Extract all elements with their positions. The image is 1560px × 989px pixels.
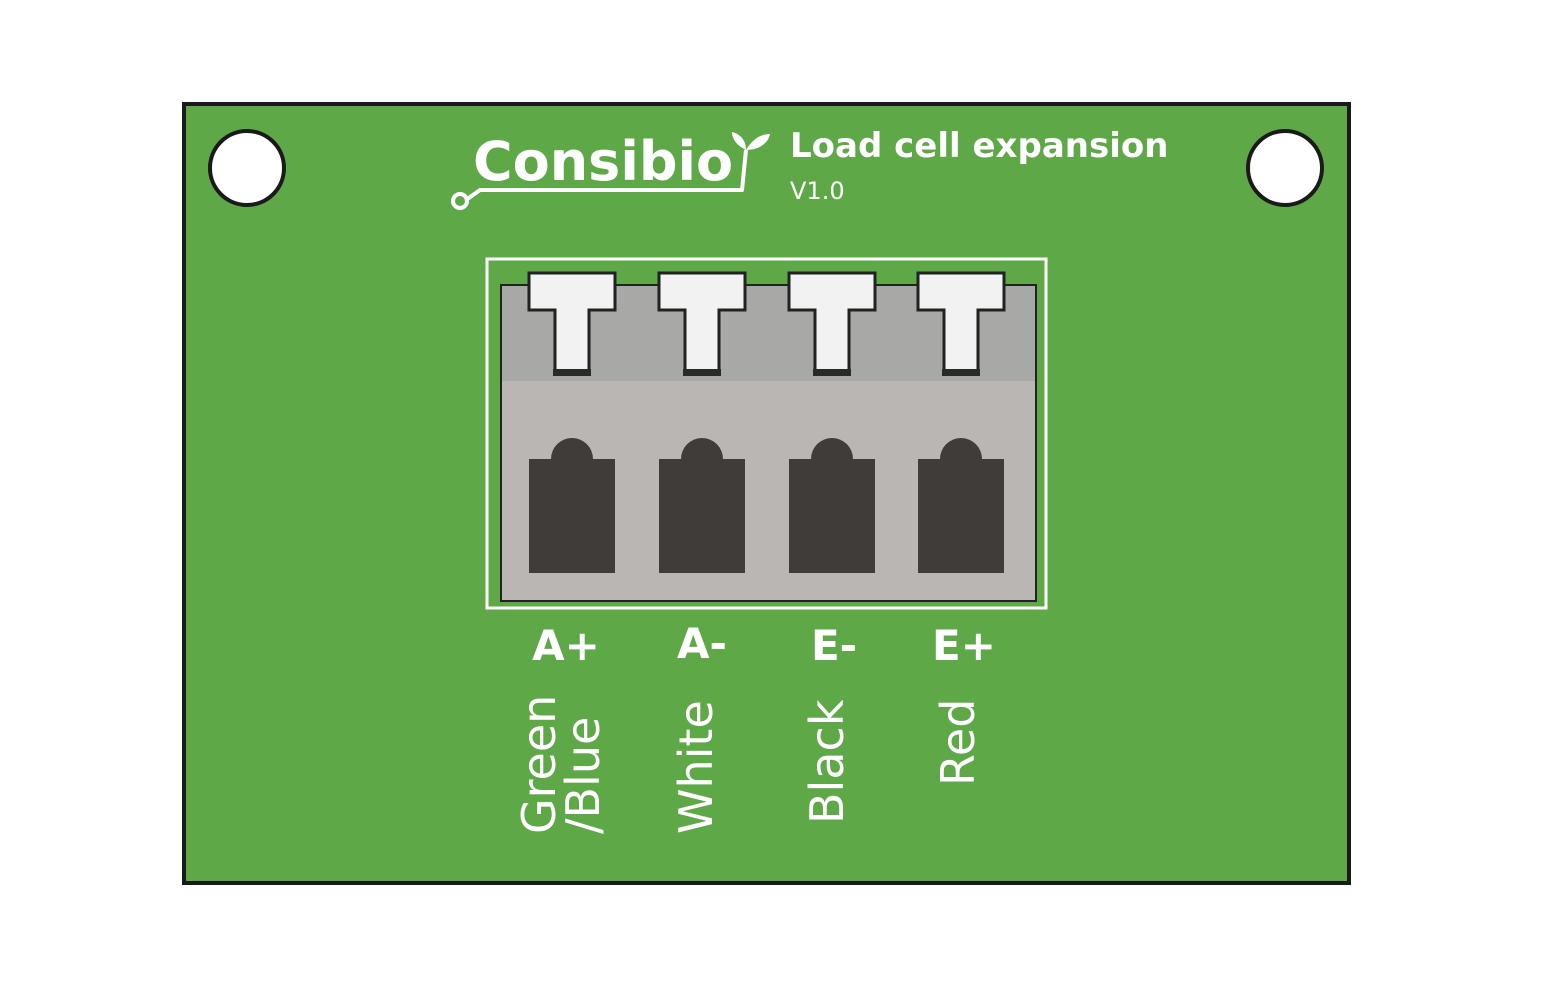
pin-label-a-plus: A+ (532, 621, 600, 670)
lever-base (813, 369, 851, 376)
terminal-slot (657, 271, 747, 573)
lever-base (553, 369, 591, 376)
consibio-logo: Consibio (451, 130, 770, 210)
board-version: V1.0 (790, 177, 845, 205)
mounting-hole-left (208, 129, 286, 207)
logo-trace (464, 149, 748, 202)
terminal-connector (500, 271, 1037, 602)
wire-label-line-1: Black (800, 699, 854, 824)
wire-entry-hole (789, 438, 875, 573)
terminal-slot (527, 271, 617, 573)
mounting-hole-right (1246, 129, 1324, 207)
lever-base (683, 369, 721, 376)
pin-label-e-plus: E+ (932, 621, 996, 670)
connector-border (500, 284, 1037, 602)
wire-entry-hole (659, 438, 745, 573)
wire-entry-hole (529, 438, 615, 573)
wire-label-red: Red (931, 699, 985, 786)
wire-entry-hole (918, 438, 1004, 573)
terminal-slot (787, 271, 877, 573)
wire-label-white: White (669, 700, 723, 834)
wire-label-line-1: Green (512, 695, 566, 834)
sprout-leaf-left-icon (732, 132, 746, 150)
wire-label-line-1: White (669, 700, 723, 834)
pin-label-e-minus: E- (811, 621, 857, 670)
lever-base (942, 369, 980, 376)
wire-label-green-blue: Green /Blue (512, 695, 610, 834)
connector-outline (485, 257, 1048, 610)
wire-label-line-2: /Blue (556, 717, 610, 834)
wire-label-black: Black (800, 699, 854, 824)
logo-trace-dot (451, 192, 469, 210)
board-title: Load cell expansion (790, 126, 1168, 166)
wire-label-line-1: Red (931, 699, 985, 786)
sprout-leaf-right-icon (746, 134, 770, 150)
brand-name: Consibio (473, 130, 733, 193)
terminal-slot (916, 271, 1006, 573)
pin-label-a-minus: A- (677, 619, 727, 668)
